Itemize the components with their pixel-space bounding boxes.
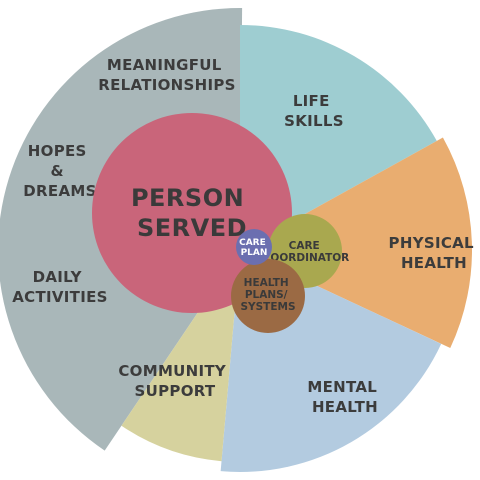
label-community-support: COMMUNITY SUPPORT [118, 362, 231, 400]
label-meaningful-relationships: MEANINGFUL RELATIONSHIPS [98, 56, 236, 94]
health-plans-systems-circle [231, 259, 305, 333]
label-care-plan: CARE PLAN [239, 238, 269, 258]
label-mental-health: MENTAL HEALTH [307, 378, 382, 416]
label-care-coordinator: CARE COORDINATOR [263, 240, 350, 264]
label-person-served: PERSON SERVED [131, 184, 253, 242]
label-daily-activities: DAILY ACTIVITIES [12, 268, 107, 306]
label-health-plans-systems: HEALTH PLANS/ SYSTEMS [240, 277, 295, 313]
label-life-skills: LIFE SKILLS [284, 92, 344, 130]
label-physical-health: PHYSICAL HEALTH [389, 234, 480, 272]
care-plan-circle [236, 229, 272, 265]
person-served-circle [92, 113, 292, 313]
label-hopes-dreams: HOPES & DREAMS [23, 142, 96, 200]
segment-physical-health [240, 137, 472, 349]
